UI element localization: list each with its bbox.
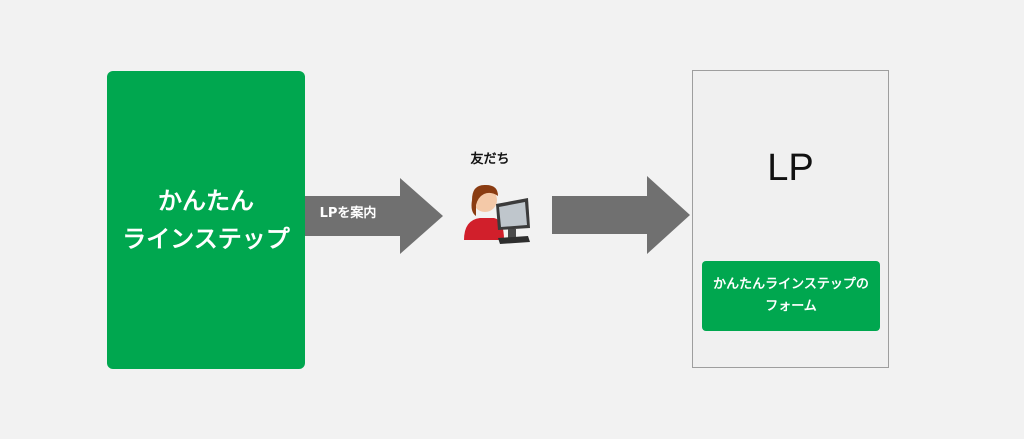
line-step-form-button[interactable]: かんたんラインステップの フォーム (702, 261, 880, 331)
line-step-service-box: かんたん ラインステップ (107, 71, 305, 369)
arrow-to-lp (552, 176, 690, 254)
arrow-to-friend-shape (305, 178, 443, 254)
guide-lp-label: LPを案内 (319, 206, 377, 221)
person-at-computer-icon (464, 184, 530, 244)
form-label: かんたんラインステップの フォーム (713, 277, 869, 314)
service-label: かんたん ラインステップ (122, 187, 290, 253)
lp-title: LP (767, 147, 814, 189)
arrow-to-friend (305, 178, 443, 254)
arrow-to-lp-shape (552, 176, 690, 254)
friend-label: 友だち (470, 152, 510, 167)
landing-page-frame: LP かんたんラインステップの フォーム (692, 70, 889, 368)
